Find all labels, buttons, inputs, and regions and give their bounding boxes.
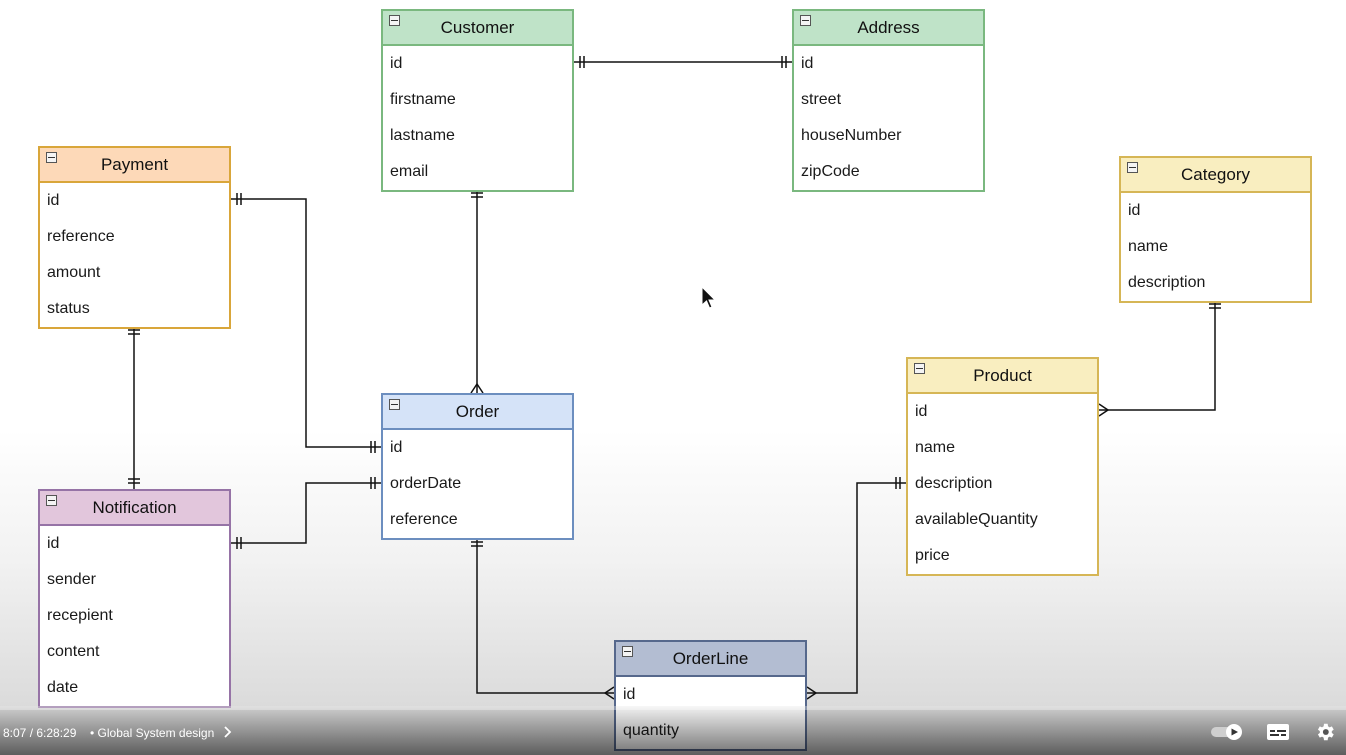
entity-field[interactable]: recepient [47,607,113,624]
collapse-minus-icon[interactable] [914,363,925,374]
entity-field[interactable]: zipCode [801,163,860,180]
entity-header[interactable]: Address [794,11,983,46]
collapse-minus-icon[interactable] [1127,162,1138,173]
time-display: 8:07 / 6:28:29 [3,726,77,740]
entity-title: Category [1181,165,1250,184]
entity-field[interactable]: date [47,679,79,696]
many-cardinality-mark [603,686,615,700]
entity-field-list: id street houseNumber zipCode [794,46,983,190]
entity-title: Payment [100,155,169,174]
relationship-line-category-product [1099,298,1216,411]
collapse-minus-icon[interactable] [46,495,57,506]
entity-field[interactable]: firstname [390,91,456,108]
entity-field[interactable]: name [1128,238,1169,255]
entity-title: Address [857,18,920,37]
entity-field[interactable]: orderDate [390,475,462,492]
entity-field[interactable]: reference [390,511,458,528]
collapse-minus-icon[interactable] [389,399,400,410]
entity-field[interactable]: id [801,55,814,72]
entity-field[interactable]: id [915,403,928,420]
entity-field-list: id name description availableQuantity price [908,394,1097,574]
entity-title: Product [973,366,1032,385]
collapse-minus-icon[interactable] [622,646,633,657]
entity-field[interactable]: id [1128,202,1141,219]
entity-title: Notification [92,498,177,517]
entity-header[interactable]: Product [908,359,1097,394]
many-cardinality-mark [806,686,818,700]
relationship-line-order-orderline [476,536,614,694]
entity-order[interactable]: Order id orderDate reference [381,393,574,540]
entity-header[interactable]: Payment [40,148,229,183]
entity-field[interactable]: reference [47,228,115,245]
entity-customer[interactable]: Customer id firstname lastname email [381,9,574,192]
collapse-minus-icon[interactable] [800,15,811,26]
entity-field[interactable]: description [915,475,993,492]
entity-field[interactable]: name [915,439,956,456]
entity-header[interactable]: OrderLine [616,642,805,677]
entity-field-list: id orderDate reference [383,430,572,538]
collapse-minus-icon[interactable] [389,15,400,26]
entity-title: Customer [440,18,515,37]
entity-field-list: id reference amount status [40,183,229,327]
entity-field-list: id sender recepient content date [40,526,229,706]
entity-title: Order [455,402,500,421]
subtitles-icon[interactable] [1266,722,1290,742]
entity-category[interactable]: Category id name description [1119,156,1312,303]
entity-notification[interactable]: Notification id sender recepient content date [38,489,231,708]
entity-header[interactable]: Customer [383,11,572,46]
autoplay-toggle-icon[interactable] [1209,722,1245,742]
progress-bar[interactable] [0,706,1346,710]
entity-field[interactable]: email [390,163,429,180]
entity-field[interactable]: id [47,192,60,209]
entity-field[interactable]: id [623,686,636,703]
entity-header[interactable]: Notification [40,491,229,526]
entity-field[interactable]: amount [47,264,101,281]
entity-product[interactable]: Product id name description availableQuantit… [906,357,1099,576]
entity-field[interactable]: id [390,439,403,456]
entity-field[interactable]: status [47,300,90,317]
entity-header[interactable]: Category [1121,158,1310,193]
entity-field[interactable]: description [1128,274,1206,291]
many-cardinality-mark [1098,403,1110,417]
mouse-cursor-icon [701,286,717,309]
collapse-minus-icon[interactable] [46,152,57,163]
entity-field[interactable]: id [47,535,60,552]
entity-field-list: id name description [1121,193,1310,301]
relationship-line-product-orderline [807,482,906,694]
entity-field[interactable]: price [915,547,950,564]
settings-gear-icon[interactable] [1314,721,1336,743]
chapter-title-link[interactable]: • Global System design [90,726,232,740]
entity-field[interactable]: content [47,643,100,660]
video-player-controls: 8:07 / 6:28:29 • Global System design [0,706,1346,755]
chevron-right-icon [223,726,231,738]
entity-field[interactable]: houseNumber [801,127,902,144]
many-cardinality-mark [470,382,484,394]
entity-title: OrderLine [672,649,749,668]
entity-field[interactable]: sender [47,571,96,588]
entity-field[interactable]: availableQuantity [915,511,1038,528]
entity-field[interactable]: id [390,55,403,72]
relationship-line-notification-order [231,482,381,544]
entity-field-list: id firstname lastname email [383,46,572,190]
relationship-line-payment-order [231,198,381,448]
entity-header[interactable]: Order [383,395,572,430]
entity-field[interactable]: lastname [390,127,455,144]
entity-field[interactable]: street [801,91,842,108]
chapter-title: Global System design [97,726,215,740]
entity-payment[interactable]: Payment id reference amount status [38,146,231,329]
entity-address[interactable]: Address id street houseNumber zipCode [792,9,985,192]
